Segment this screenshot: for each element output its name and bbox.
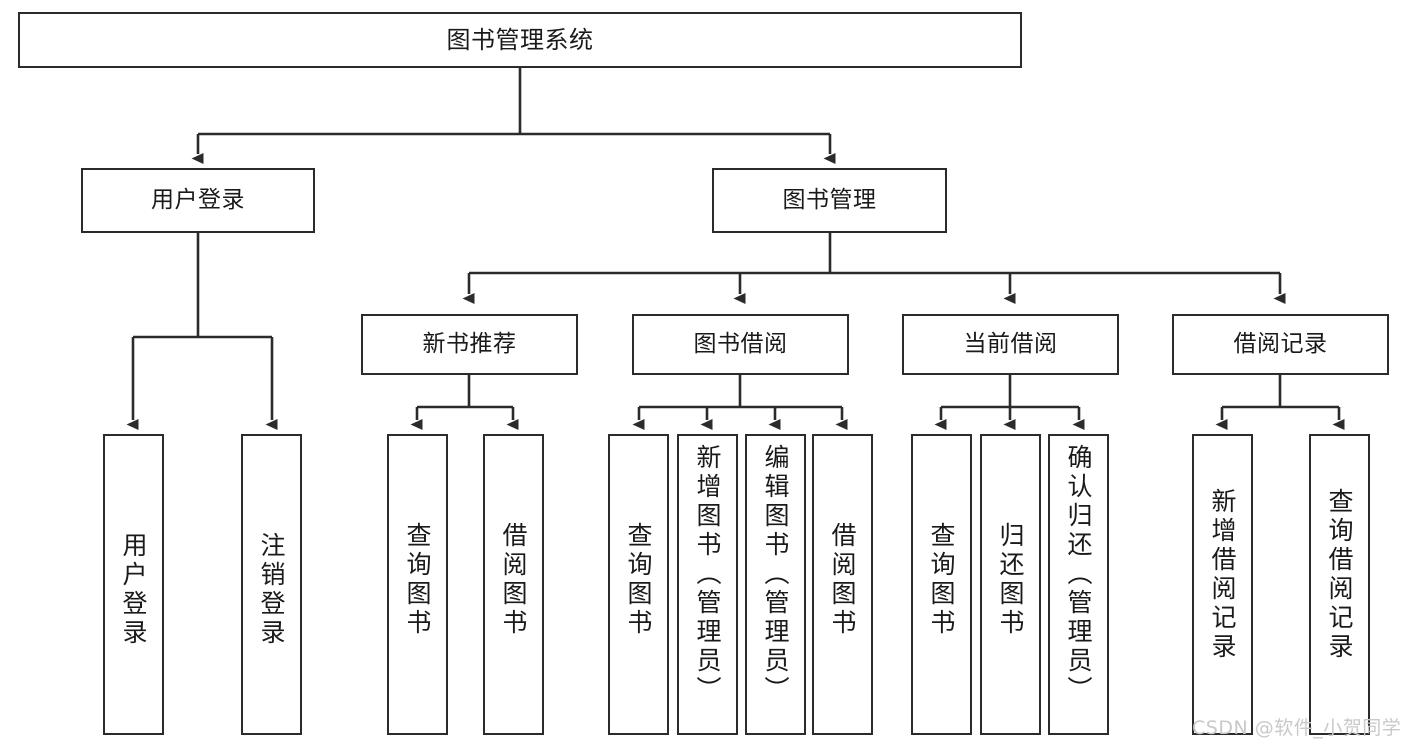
leaf-edit-book-admin[interactable]: 编辑图书（管理员） (745, 434, 806, 735)
node-borrow-record[interactable]: 借阅记录 (1172, 314, 1389, 375)
csdn-watermark: CSDN @软件_小贺同学 (1192, 717, 1402, 739)
node-label: 确认归还（管理员） (1064, 444, 1093, 705)
node-label: 当前借阅 (963, 330, 1058, 357)
node-label: 借阅图书 (828, 522, 857, 638)
node-label: 查询借阅记录 (1325, 488, 1354, 662)
node-label: 新增图书（管理员） (693, 444, 722, 705)
leaf-logout-login[interactable]: 注销登录 (241, 434, 302, 735)
node-label: 图书管理系统 (446, 25, 594, 54)
node-label: 用户登录 (119, 532, 148, 648)
leaf-borrow-book-recommend[interactable]: 借阅图书 (483, 434, 544, 735)
node-new-book-recommend[interactable]: 新书推荐 (361, 314, 578, 375)
node-label: 归还图书 (996, 522, 1025, 638)
node-root-system[interactable]: 图书管理系统 (18, 12, 1022, 68)
leaf-query-borrow-record[interactable]: 查询借阅记录 (1309, 434, 1370, 735)
node-label: 注销登录 (257, 532, 286, 648)
node-label: 查询图书 (927, 522, 956, 638)
leaf-query-book-recommend[interactable]: 查询图书 (387, 434, 448, 735)
node-current-borrow[interactable]: 当前借阅 (902, 314, 1119, 375)
leaf-add-book-admin[interactable]: 新增图书（管理员） (677, 434, 738, 735)
node-label: 编辑图书（管理员） (761, 444, 790, 705)
leaf-query-book-borrow[interactable]: 查询图书 (608, 434, 669, 735)
leaf-confirm-return-admin[interactable]: 确认归还（管理员） (1048, 434, 1109, 735)
node-label: 图书借阅 (693, 330, 788, 357)
leaf-add-borrow-record[interactable]: 新增借阅记录 (1192, 434, 1253, 735)
node-label: 用户登录 (151, 186, 245, 213)
leaf-borrow-book-borrow[interactable]: 借阅图书 (812, 434, 873, 735)
node-label: 借阅图书 (499, 522, 528, 638)
node-label: 查询图书 (624, 522, 653, 638)
node-book-manage[interactable]: 图书管理 (712, 168, 947, 233)
node-label: 图书管理 (782, 186, 877, 213)
leaf-return-book[interactable]: 归还图书 (980, 434, 1041, 735)
node-user-login[interactable]: 用户登录 (81, 168, 315, 233)
leaf-user-login[interactable]: 用户登录 (103, 434, 164, 735)
node-book-borrow[interactable]: 图书借阅 (632, 314, 849, 375)
leaf-query-book-current[interactable]: 查询图书 (911, 434, 972, 735)
node-label: 新书推荐 (422, 330, 517, 357)
node-label: 借阅记录 (1233, 330, 1328, 357)
node-label: 查询图书 (403, 522, 432, 638)
node-label: 新增借阅记录 (1208, 488, 1237, 662)
